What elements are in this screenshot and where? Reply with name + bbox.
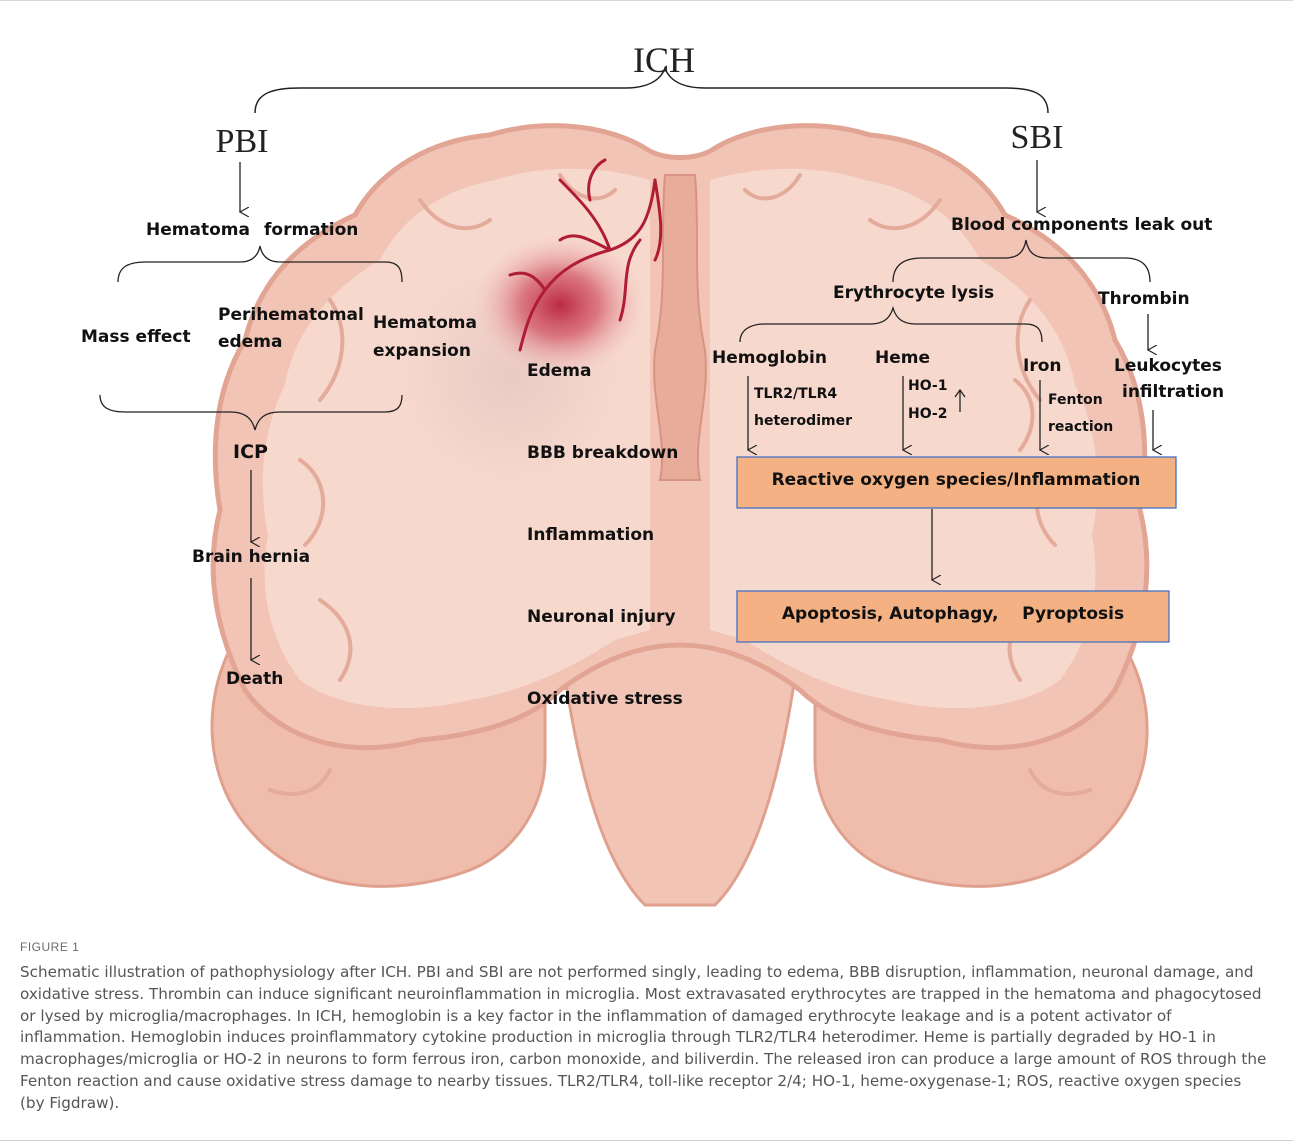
hematoma-formation-right: formation [264, 220, 358, 240]
brain-hernia: Brain hernia [192, 547, 310, 567]
figure-label: FIGURE 1 [20, 940, 79, 954]
leukocytes-line2: infiltration [1122, 382, 1224, 402]
pbi-label: PBI [216, 123, 269, 160]
hemorrhage-spot [475, 235, 645, 375]
center-inflammation: Inflammation [527, 525, 654, 545]
heme-label: Heme [875, 348, 930, 368]
brainstem [560, 640, 800, 905]
leukocytes-line1: Leukocytes [1114, 356, 1222, 376]
center-neuronal: Neuronal injury [527, 607, 676, 627]
iron-label: Iron [1023, 356, 1062, 376]
center-oxidative: Oxidative stress [527, 689, 683, 709]
diagram-title: ICH [633, 40, 695, 80]
icp-label: ICP [233, 441, 268, 463]
mass-effect: Mass effect [81, 327, 191, 347]
brain-illustration [212, 126, 1147, 905]
hemoglobin-label: Hemoglobin [712, 348, 827, 368]
pathophysiology-diagram: ICH PBI Hematoma formation Mass effect P… [0, 0, 1293, 930]
fenton-line2: reaction [1048, 419, 1113, 435]
thrombin-label: Thrombin [1098, 289, 1190, 309]
death-label: Death [226, 669, 283, 689]
bottom-rule [0, 1140, 1293, 1141]
blood-components-leak: Blood components leak out [951, 215, 1212, 235]
sbi-label: SBI [1011, 119, 1064, 156]
apoptosis-box-text: Apoptosis, Autophagy, Pyroptosis [782, 604, 1124, 624]
hematoma-expansion-line2: expansion [373, 341, 471, 361]
hematoma-formation-left: Hematoma [146, 220, 250, 240]
fenton-line1: Fenton [1048, 392, 1103, 408]
tlr-line2: heterodimer [754, 413, 852, 429]
ho2-label: HO-2 [908, 406, 947, 422]
tlr-line1: TLR2/TLR4 [754, 386, 837, 402]
erythrocyte-lysis: Erythrocyte lysis [833, 283, 994, 303]
center-bbb: BBB breakdown [527, 443, 678, 463]
ros-box-text: Reactive oxygen species/Inflammation [772, 470, 1141, 490]
perihematomal-line1: Perihematomal [218, 305, 364, 325]
perihematomal-line2: edema [218, 332, 282, 352]
figure-caption: Schematic illustration of pathophysiolog… [20, 962, 1270, 1115]
ho1-label: HO-1 [908, 378, 947, 394]
hematoma-expansion-line1: Hematoma [373, 313, 477, 333]
center-edema: Edema [527, 361, 592, 381]
